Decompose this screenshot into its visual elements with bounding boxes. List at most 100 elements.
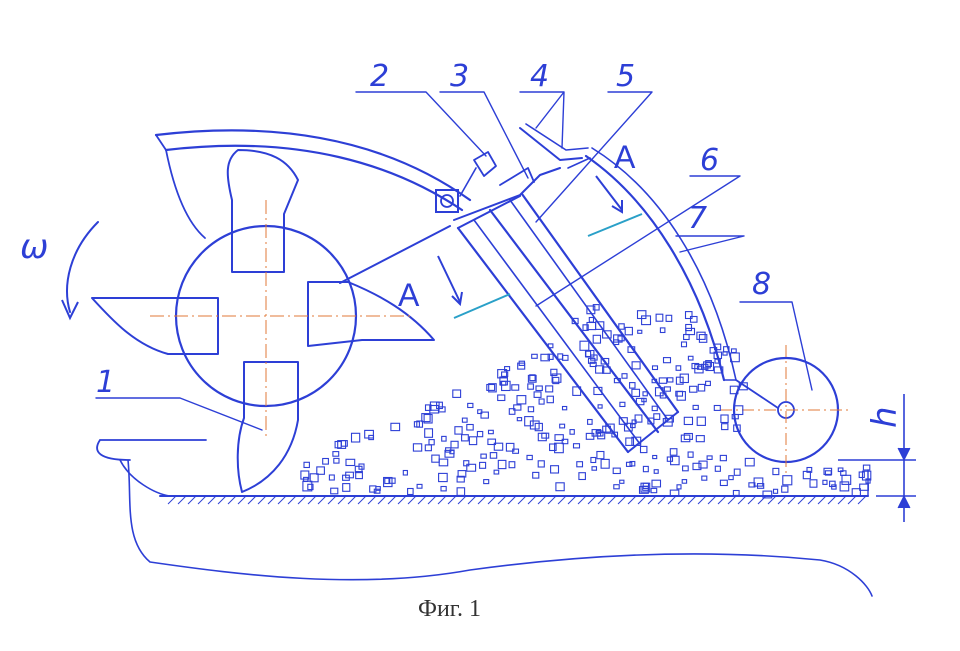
particle — [550, 368, 558, 377]
particle — [692, 404, 699, 410]
particle — [501, 371, 509, 377]
hatch-stroke — [797, 495, 807, 505]
particle — [859, 483, 869, 491]
particle — [412, 443, 423, 452]
particle — [613, 334, 623, 343]
particle — [390, 422, 401, 432]
callout-2: 2 — [370, 59, 389, 94]
particle — [762, 490, 773, 499]
particle — [431, 454, 440, 463]
particle — [748, 482, 756, 488]
particle — [483, 479, 490, 485]
particle — [554, 442, 564, 454]
particle — [636, 310, 647, 320]
hatch-stroke — [257, 495, 267, 505]
particle — [373, 488, 381, 494]
particle — [461, 417, 468, 423]
particle — [416, 483, 423, 489]
particle — [532, 471, 540, 479]
particle — [654, 387, 664, 397]
particle — [340, 440, 348, 447]
particle — [697, 383, 706, 392]
hatch-stroke — [597, 495, 607, 505]
particle — [676, 484, 682, 490]
particle — [582, 324, 589, 331]
particle — [486, 383, 496, 391]
particle — [642, 465, 649, 473]
hatch-stroke — [447, 495, 457, 505]
particle — [586, 305, 596, 315]
particle — [516, 417, 523, 422]
particle — [705, 360, 712, 368]
particle — [440, 485, 447, 492]
particle — [655, 313, 664, 322]
hatch-stroke — [587, 495, 597, 505]
particle — [300, 470, 310, 480]
particle — [552, 376, 560, 385]
particle — [303, 461, 310, 469]
particle — [350, 432, 361, 443]
particle — [456, 487, 466, 496]
particle — [342, 483, 351, 492]
hatch-stroke — [607, 495, 617, 505]
hatch-stroke — [167, 495, 177, 505]
particle — [328, 474, 335, 481]
particle — [561, 354, 569, 361]
particle — [837, 467, 844, 473]
particle — [424, 404, 432, 411]
hatch-stroke — [427, 495, 437, 505]
particle — [424, 428, 434, 438]
hatch-stroke — [507, 495, 517, 505]
particle — [384, 477, 391, 485]
hatch-stroke — [807, 495, 817, 505]
particle — [666, 377, 674, 383]
particle — [753, 477, 764, 487]
particle — [675, 390, 684, 397]
particle — [719, 454, 727, 462]
particle — [550, 465, 560, 474]
particle — [602, 425, 611, 433]
hatch-stroke — [547, 495, 557, 505]
hatch-stroke — [277, 495, 287, 505]
hatch-stroke — [777, 495, 787, 505]
particle — [865, 478, 871, 484]
particle — [696, 331, 706, 340]
particle — [493, 469, 500, 475]
section-markers — [437, 175, 643, 319]
ground-hatching — [167, 495, 867, 505]
particle — [772, 488, 779, 494]
particle — [545, 385, 554, 393]
particle — [437, 406, 446, 413]
hatch-stroke — [747, 495, 757, 505]
particle — [756, 483, 765, 489]
hatch-stroke — [197, 495, 207, 505]
particle — [584, 350, 592, 358]
particle — [689, 315, 698, 323]
particle — [782, 475, 793, 486]
particle — [479, 461, 487, 469]
particle — [424, 444, 432, 452]
hatch-stroke — [247, 495, 257, 505]
particle — [549, 443, 557, 452]
hatch-stroke — [627, 495, 637, 505]
hatch-stroke — [377, 495, 387, 505]
particle — [332, 451, 340, 457]
particle — [647, 417, 655, 425]
particle — [695, 435, 705, 443]
particle — [307, 483, 314, 491]
particle — [593, 386, 603, 396]
particle — [602, 330, 612, 339]
particle — [685, 323, 693, 332]
hatch-stroke — [227, 495, 237, 505]
particle — [700, 363, 709, 370]
callout-8: 8 — [752, 267, 771, 302]
hatch-stroke — [697, 495, 707, 505]
hatch-stroke — [717, 495, 727, 505]
particle — [463, 460, 470, 467]
leader-lines — [95, 91, 813, 431]
particle — [383, 476, 393, 488]
h-dimension — [838, 394, 916, 522]
hatch-stroke — [617, 495, 627, 505]
particle — [487, 429, 494, 435]
hatch-stroke — [857, 495, 867, 505]
